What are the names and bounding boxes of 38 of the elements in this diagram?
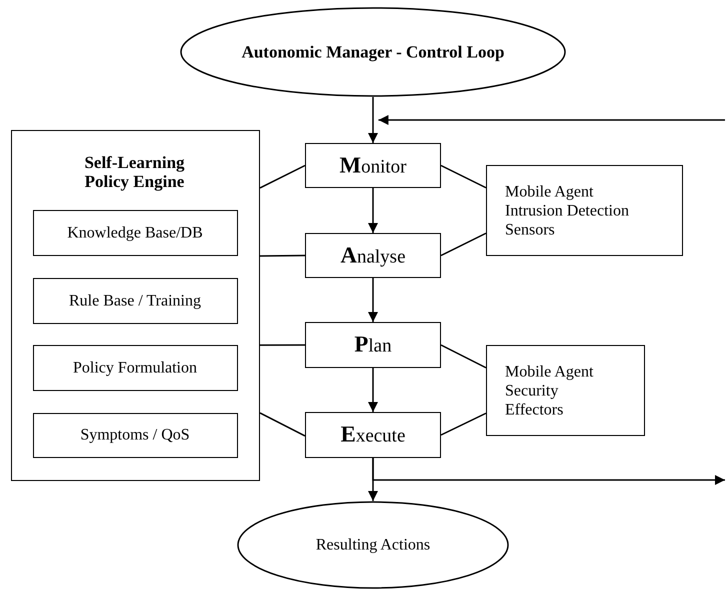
node-label: Plan [354, 334, 392, 356]
node-label: Execute [340, 424, 406, 446]
process-box [32, 412, 238, 458]
process-box [32, 210, 238, 256]
connector-line [440, 412, 486, 436]
node-label: Mobile Agent Security Effectors [505, 362, 594, 419]
node-label: Mobile Agent Intrusion Detection Sensors [505, 182, 630, 239]
group-title: Self-Learning Policy Engine [83, 153, 186, 191]
process-box [486, 345, 645, 436]
connector-line [260, 164, 306, 189]
node-label: Policy Formulation [73, 358, 197, 377]
arrow [368, 188, 378, 233]
process-box [305, 322, 441, 368]
arrow [368, 368, 378, 412]
process-box [32, 278, 238, 324]
process-box [32, 344, 238, 390]
node-label: Autonomic Manager - Control Loop [242, 42, 504, 62]
process-box [305, 143, 441, 188]
arrow [368, 97, 378, 143]
arrow [372, 458, 725, 485]
node-label: Knowledge Base/DB [67, 223, 203, 242]
connector-line [440, 344, 486, 368]
process-box [305, 412, 441, 458]
node-label: Analyse [340, 245, 406, 266]
arrow [378, 115, 725, 125]
connector-line [260, 254, 305, 257]
process-box [486, 165, 683, 256]
node-label: Resulting Actions [316, 536, 430, 554]
node-label: Symptoms / QoS [80, 426, 190, 444]
arrow [368, 278, 378, 322]
node-label: Monitor [340, 155, 406, 176]
process-box [305, 233, 441, 278]
connector-line [260, 412, 306, 437]
connector-line [440, 232, 486, 256]
group-box [11, 130, 260, 481]
connector-line [440, 164, 486, 188]
connector-line [260, 344, 305, 346]
node-label: Rule Base / Training [69, 291, 201, 310]
